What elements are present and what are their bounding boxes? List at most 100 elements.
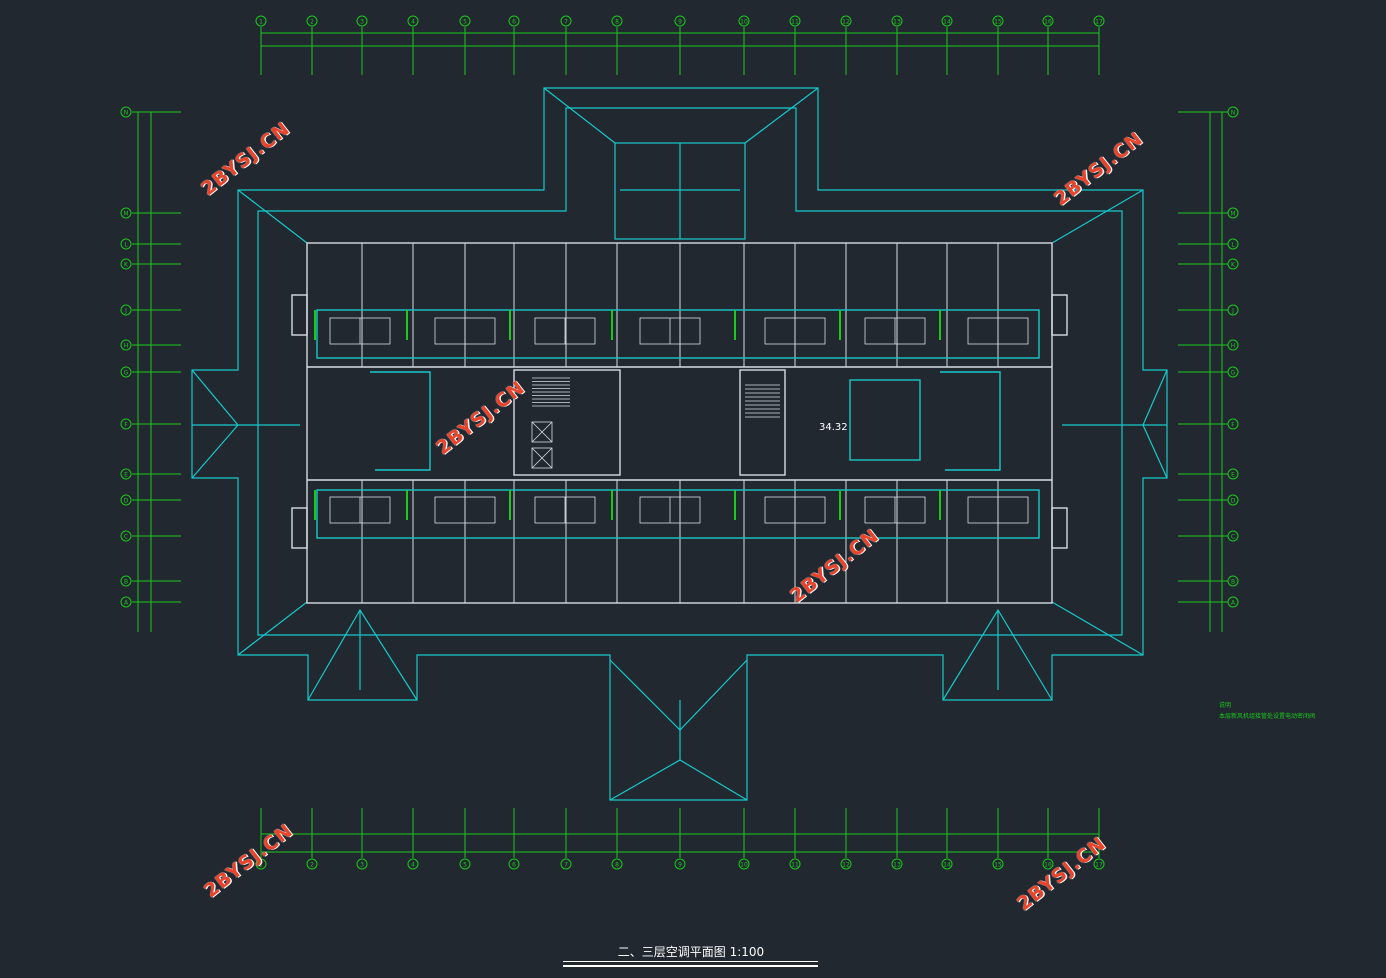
axis-bubble-left-A: A: [120, 596, 132, 608]
axis-bubble-label: K: [124, 262, 129, 269]
axis-bubble-circle: [891, 858, 903, 870]
axis-bubble-label: M: [123, 211, 128, 218]
room-value: 34.32: [819, 422, 848, 433]
axis-bubble-circle: [891, 15, 903, 27]
axis-bubble-8: 8: [611, 15, 623, 27]
axis-bubble-label: 10: [740, 19, 748, 26]
axis-bubble-circle: [120, 238, 132, 250]
axis-bubble-label: L: [1231, 242, 1235, 249]
axis-bubble-circle: [306, 15, 318, 27]
axis-bubble-label: 8: [615, 19, 619, 26]
axis-bubble-circle: [560, 15, 572, 27]
axis-bubble-label: 6: [512, 19, 516, 26]
axis-bubble-label: N: [124, 110, 129, 117]
axis-bubble-label: D: [1231, 498, 1236, 505]
axis-bubble-label: 16: [1044, 862, 1052, 869]
axis-bubble-15: 15: [992, 858, 1004, 870]
elevator-cross: [531, 447, 553, 469]
room-partitions: [306, 243, 1053, 603]
axis-bubble-circle: [407, 858, 419, 870]
axis-bubble-right-A: A: [1227, 596, 1239, 608]
axis-bubble-10: 10: [738, 858, 750, 870]
axis-bubble-label: 16: [1044, 19, 1052, 26]
axis-bubble-circle: [255, 15, 267, 27]
axis-bubble-1: 1: [255, 15, 267, 27]
elevator-cross: [531, 421, 553, 443]
axis-bubble-label: 2: [310, 19, 314, 26]
axis-bubble-left-N: N: [120, 106, 132, 118]
axis-bubble-left-D: D: [120, 494, 132, 506]
axis-bubble-12: 12: [840, 15, 852, 27]
axis-bubble-right-J: J: [1227, 304, 1239, 316]
axis-bubble-circle: [120, 596, 132, 608]
axis-bubble-label: A: [124, 600, 129, 607]
axis-bubble-9: 9: [674, 858, 686, 870]
axis-bubble-label: E: [1231, 472, 1235, 479]
axis-bubble-circle: [508, 15, 520, 27]
axis-bubble-right-H: H: [1227, 339, 1239, 351]
axis-grid-right: N M L K J H G F E D C B A: [1178, 106, 1239, 632]
axis-bubble-label: 4: [411, 862, 415, 869]
axis-bubble-left-H: H: [120, 339, 132, 351]
axis-bubble-circle: [120, 207, 132, 219]
axis-bubble-circle: [120, 339, 132, 351]
axis-bubble-8: 8: [611, 858, 623, 870]
axis-bubble-left-J: J: [120, 304, 132, 316]
axis-bubble-right-C: C: [1227, 530, 1239, 542]
axis-bubble-circle: [674, 15, 686, 27]
axis-bubble-13: 13: [891, 15, 903, 27]
axis-bubble-circle: [992, 858, 1004, 870]
axis-bubble-label: 3: [360, 862, 364, 869]
axis-bubble-label: 5: [463, 19, 467, 26]
axis-bubble-circle: [840, 15, 852, 27]
axis-bubble-circle: [789, 858, 801, 870]
axis-bubble-label: 1: [259, 19, 263, 26]
axis-bubble-label: D: [124, 498, 129, 505]
note-text: 本层新风机组接管处设置电动密闭阀: [1219, 713, 1316, 720]
axis-bubble-label: N: [1231, 110, 1236, 117]
axis-bubble-label: F: [1231, 422, 1235, 429]
roof-outline: [191, 87, 1168, 801]
axis-bubble-3: 3: [356, 15, 368, 27]
axis-bubble-label: E: [124, 472, 128, 479]
axis-bubble-circle: [255, 858, 267, 870]
axis-bubble-circle: [120, 258, 132, 270]
elevator-shaft: [531, 447, 553, 469]
drawing-title: 二、三层空调平面图 1:100: [617, 945, 765, 959]
axis-bubble-label: A: [1231, 600, 1236, 607]
axis-bubble-label: M: [1230, 211, 1235, 218]
axis-bubble-5: 5: [459, 15, 471, 27]
axis-bubble-label: 2: [310, 862, 314, 869]
axis-bubble-label: 11: [791, 19, 799, 26]
axis-bubble-6: 6: [508, 858, 520, 870]
duct-fittings: [314, 310, 941, 520]
axis-bubble-label: 13: [893, 19, 901, 26]
axis-bubble-label: 17: [1095, 862, 1103, 869]
title-underline-thick: [563, 965, 818, 967]
axis-bubble-circle: [120, 468, 132, 480]
axis-bubble-16: 16: [1042, 15, 1054, 27]
axis-bubble-4: 4: [407, 15, 419, 27]
axis-bubble-right-K: K: [1227, 258, 1239, 270]
axis-bubble-label: L: [124, 242, 128, 249]
axis-bubble-circle: [120, 418, 132, 430]
axis-bubble-6: 6: [508, 15, 520, 27]
axis-bubble-label: H: [1231, 343, 1236, 350]
axis-bubble-circle: [120, 575, 132, 587]
axis-bubble-label: G: [1231, 370, 1236, 377]
axis-bubble-16: 16: [1042, 858, 1054, 870]
axis-bubble-label: C: [124, 534, 128, 541]
fan-coil-units: [329, 317, 1029, 524]
axis-bubble-label: 12: [842, 19, 850, 26]
axis-bubble-right-M: M: [1227, 207, 1239, 219]
axis-bubble-label: 3: [360, 19, 364, 26]
axis-bubble-circle: [1042, 858, 1054, 870]
axis-bubble-right-E: E: [1227, 468, 1239, 480]
axis-bubble-right-B: B: [1227, 575, 1239, 587]
axis-bubble-label: 10: [740, 862, 748, 869]
axis-bubble-label: 7: [564, 19, 568, 26]
